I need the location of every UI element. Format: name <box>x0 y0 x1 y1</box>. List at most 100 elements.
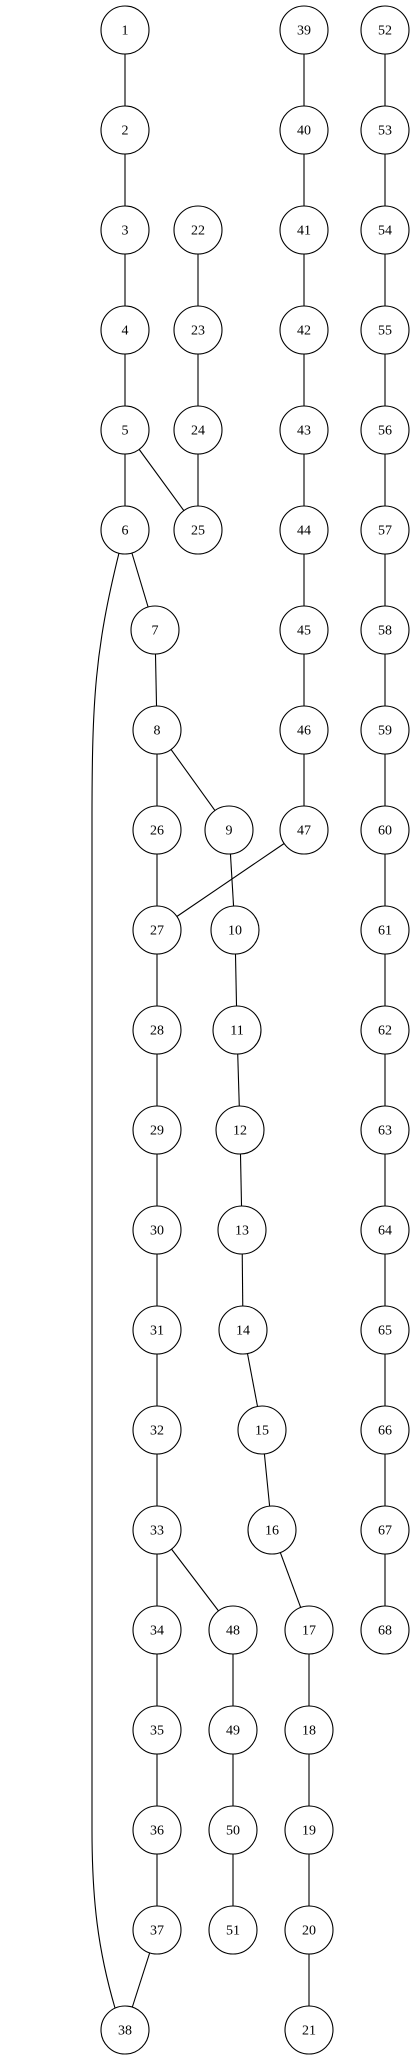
node-5-label: 5 <box>122 424 129 439</box>
node-45-circle <box>279 605 329 655</box>
node-8-label: 8 <box>154 724 161 739</box>
node-20-label: 20 <box>302 1924 316 1939</box>
node-53-label: 53 <box>378 124 392 139</box>
node-65-label: 65 <box>378 1324 392 1339</box>
node-42: 42 <box>279 305 329 355</box>
edge-7-8 <box>154 653 158 707</box>
node-5-circle <box>100 405 150 455</box>
node-66-label: 66 <box>378 1424 392 1439</box>
node-9-circle <box>204 805 254 855</box>
node-16-circle <box>247 1505 297 1555</box>
node-7: 7 <box>130 605 180 655</box>
node-4-label: 4 <box>122 324 129 339</box>
node-8-circle <box>132 705 182 755</box>
node-54: 54 <box>360 205 410 255</box>
node-9-label: 9 <box>226 824 233 839</box>
node-38: 38 <box>100 2005 150 2055</box>
node-62: 62 <box>360 1005 410 1055</box>
node-7-circle <box>130 605 180 655</box>
node-32-circle <box>132 1405 182 1455</box>
edge-16-17 <box>279 1552 302 1608</box>
node-59-label: 59 <box>378 724 392 739</box>
node-33: 33 <box>132 1505 182 1555</box>
node-18-circle <box>284 1705 334 1755</box>
node-65: 65 <box>360 1305 410 1355</box>
node-55-label: 55 <box>378 324 392 339</box>
node-45: 45 <box>279 605 329 655</box>
node-42-circle <box>279 305 329 355</box>
node-24-label: 24 <box>191 424 205 439</box>
node-36-label: 36 <box>150 1824 164 1839</box>
node-9: 9 <box>204 805 254 855</box>
node-52-circle <box>360 5 410 55</box>
node-28-circle <box>132 1005 182 1055</box>
node-37-label: 37 <box>150 1924 164 1939</box>
node-22: 22 <box>173 205 223 255</box>
node-37: 37 <box>132 1905 182 1955</box>
node-30-circle <box>132 1205 182 1255</box>
edge-37-38 <box>131 1952 151 2008</box>
node-40-circle <box>279 105 329 155</box>
node-18: 18 <box>284 1705 334 1755</box>
node-25: 25 <box>173 505 223 555</box>
node-32-label: 32 <box>150 1424 164 1439</box>
node-21: 21 <box>284 2005 334 2055</box>
node-12-circle <box>215 1105 265 1155</box>
node-54-label: 54 <box>378 224 392 239</box>
node-23-circle <box>173 305 223 355</box>
node-62-circle <box>360 1005 410 1055</box>
node-63: 63 <box>360 1105 410 1155</box>
node-10: 10 <box>210 905 260 955</box>
node-44-circle <box>279 505 329 555</box>
node-7-label: 7 <box>152 624 159 639</box>
node-2-circle <box>100 105 150 155</box>
node-21-circle <box>284 2005 334 2055</box>
node-5: 5 <box>100 405 150 455</box>
node-13-circle <box>217 1205 267 1255</box>
node-39: 39 <box>279 5 329 55</box>
node-49-label: 49 <box>226 1724 240 1739</box>
edge-6-7 <box>131 552 149 608</box>
node-10-label: 10 <box>228 924 242 939</box>
node-35-label: 35 <box>150 1724 164 1739</box>
node-27: 27 <box>132 905 182 955</box>
node-55-circle <box>360 305 410 355</box>
node-60: 60 <box>360 805 410 855</box>
node-59: 59 <box>360 705 410 755</box>
node-3-circle <box>100 205 150 255</box>
node-22-circle <box>173 205 223 255</box>
node-4: 4 <box>100 305 150 355</box>
node-26: 26 <box>132 805 182 855</box>
node-46-circle <box>279 705 329 755</box>
node-68: 68 <box>360 1605 410 1655</box>
node-61-label: 61 <box>378 924 392 939</box>
node-35: 35 <box>132 1705 182 1755</box>
node-58: 58 <box>360 605 410 655</box>
node-67-label: 67 <box>378 1524 392 1539</box>
node-52: 52 <box>360 5 410 55</box>
node-67: 67 <box>360 1505 410 1555</box>
node-31: 31 <box>132 1305 182 1355</box>
node-52-label: 52 <box>378 24 392 39</box>
node-11: 11 <box>212 1005 262 1055</box>
edge-15-16 <box>263 1453 271 1507</box>
node-19-circle <box>284 1805 334 1855</box>
node-63-label: 63 <box>378 1124 392 1139</box>
node-51: 51 <box>208 1905 258 1955</box>
node-41-circle <box>279 205 329 255</box>
node-49-circle <box>208 1705 258 1755</box>
edge-6-38 <box>91 552 120 2009</box>
node-56-circle <box>360 405 410 455</box>
node-25-circle <box>173 505 223 555</box>
node-26-circle <box>132 805 182 855</box>
node-1-circle <box>100 5 150 55</box>
node-13: 13 <box>217 1205 267 1255</box>
node-10-circle <box>210 905 260 955</box>
node-54-circle <box>360 205 410 255</box>
node-44: 44 <box>279 505 329 555</box>
node-61: 61 <box>360 905 410 955</box>
node-44-label: 44 <box>297 524 311 539</box>
edge-8-9 <box>170 749 216 811</box>
node-31-circle <box>132 1305 182 1355</box>
